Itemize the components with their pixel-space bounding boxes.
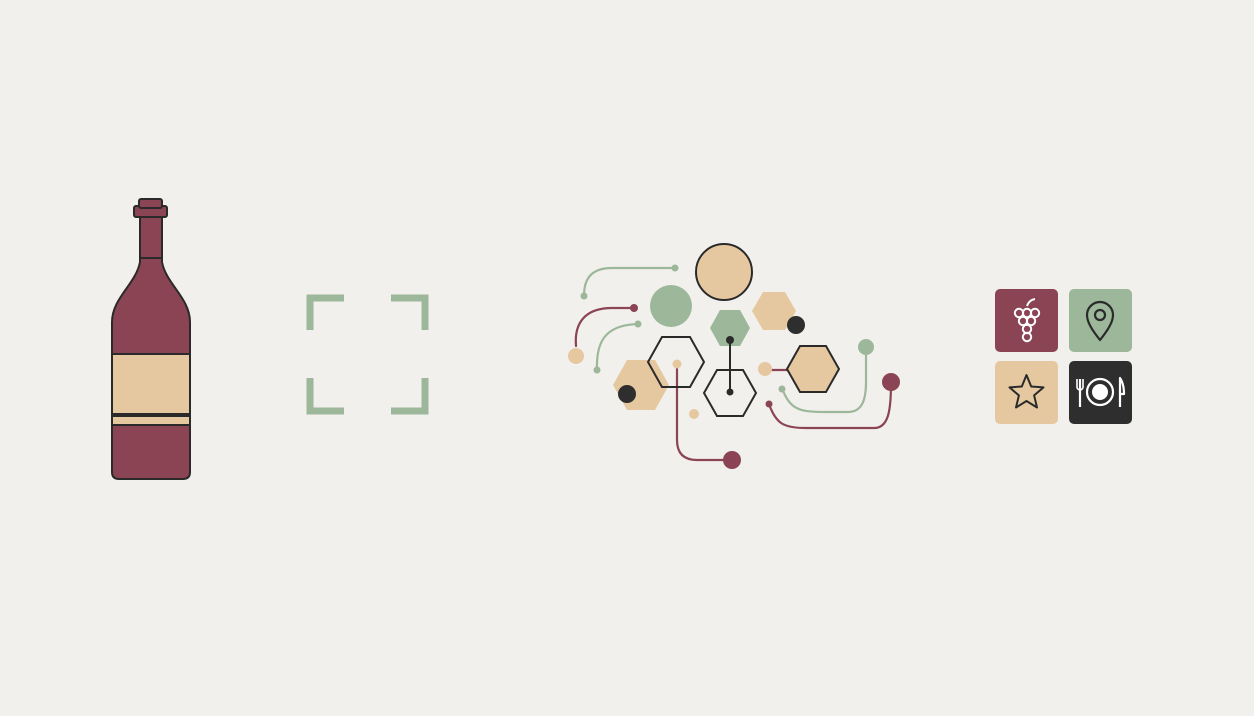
tile-dining — [1069, 361, 1132, 424]
hex-outline-center-left — [646, 336, 706, 388]
dot-wine-right-start — [765, 400, 773, 408]
tile-grapes — [995, 289, 1058, 352]
tile-star — [995, 361, 1058, 424]
location-pin-icon — [1085, 300, 1115, 342]
connector-wine-right — [767, 381, 893, 430]
dot-tan-left — [568, 348, 584, 364]
scan-corner-bottom-left — [306, 378, 344, 415]
plate-cutlery-icon — [1076, 376, 1126, 407]
bottle-body — [111, 214, 191, 480]
dot-wine-left-end — [630, 304, 638, 312]
dot-sage-left-start — [593, 366, 601, 374]
dot-charcoal-left — [618, 385, 636, 403]
grapes-icon — [1013, 298, 1041, 343]
connector-wine-bottom — [675, 362, 733, 462]
connector-sage-top — [582, 266, 677, 298]
icon-tiles — [995, 289, 1132, 424]
dot-tan-bottom — [689, 409, 699, 419]
node-sage-large — [650, 285, 692, 327]
dot-tan-right — [758, 362, 772, 376]
molecular-network-icon — [568, 243, 900, 469]
dot-charcoal-right — [787, 316, 805, 334]
dot-sage-left-end — [634, 320, 642, 328]
dot-sage-top-end — [671, 264, 679, 272]
dot-wine-right-end — [882, 373, 900, 391]
dot-tan-inner — [672, 359, 682, 369]
scan-corner-top-right — [391, 294, 429, 330]
bottle-label — [111, 353, 191, 415]
spoke-dot-bottom — [726, 388, 734, 396]
star-icon — [1008, 374, 1045, 409]
node-tan-large — [695, 243, 753, 301]
hex-tan-top — [752, 292, 796, 330]
scan-corner-bottom-right — [391, 378, 429, 415]
dot-sage-right-start — [778, 385, 786, 393]
hex-sage-small — [710, 310, 750, 346]
connector-wine-left — [574, 306, 636, 348]
connector-sage-right — [780, 344, 868, 414]
spoke-dot-top — [726, 336, 734, 344]
hex-outline-center — [702, 369, 758, 417]
hex-tan-right — [785, 345, 841, 393]
connector-sage-left — [595, 322, 640, 372]
scan-frame-icon — [306, 294, 429, 415]
wine-bottle-icon — [111, 198, 191, 480]
bottle-cap — [138, 198, 163, 209]
dot-sage-top-start — [580, 292, 588, 300]
dot-sage-right-end — [858, 339, 874, 355]
bottle-label-stripe — [111, 415, 191, 426]
dot-wine-bottom-end — [723, 451, 741, 469]
scan-corner-top-left — [306, 294, 344, 330]
tile-location — [1069, 289, 1132, 352]
